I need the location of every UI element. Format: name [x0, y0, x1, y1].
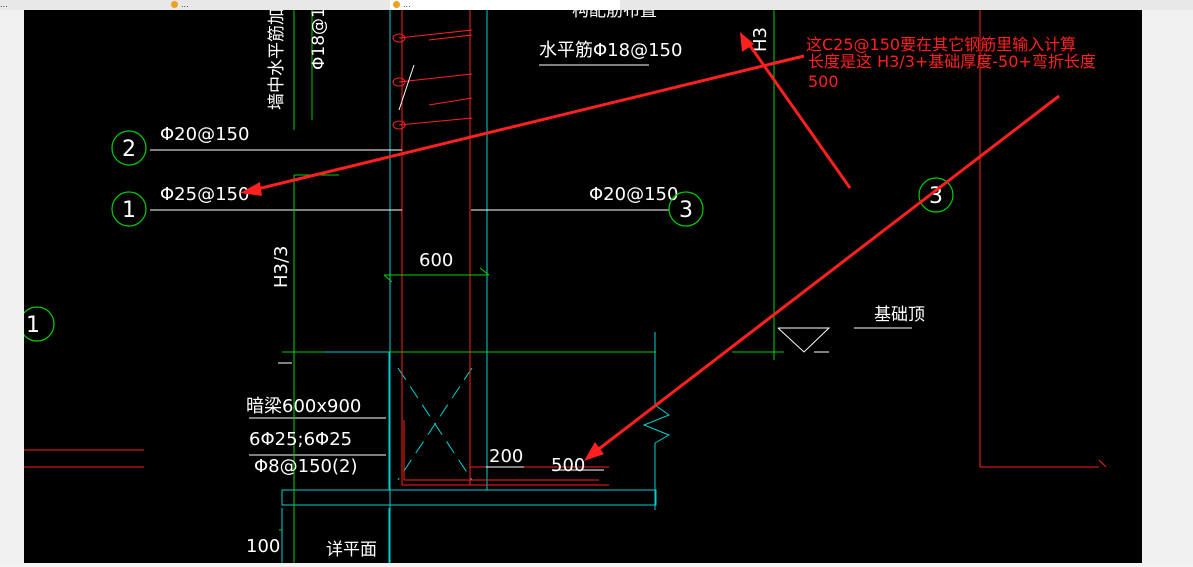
marker-3-right-text: 3 — [929, 184, 943, 209]
tab-3[interactable]: ... — [390, 0, 620, 10]
horiz-rebar-label: 水平筋Φ18@150 — [539, 40, 682, 61]
right-gutter — [1142, 10, 1193, 563]
foundation-top-label: 基础顶 — [874, 305, 925, 325]
marker-2: 2 — [111, 130, 147, 166]
annotation-line-3: 500 — [808, 72, 839, 91]
marker-3: 3 — [668, 191, 704, 227]
left-gutter — [0, 10, 24, 563]
dim-h3-right-label: H3 — [750, 27, 771, 52]
marker-1-left: 1 — [19, 306, 55, 342]
annotation-line-1: 这C25@150要在其它钢筋里输入计算 — [806, 35, 1076, 54]
dim-600-label: 600 — [419, 250, 453, 271]
marker-2-text: 2 — [122, 137, 136, 162]
foundation-slab — [281, 489, 657, 506]
browser-icon — [171, 1, 178, 8]
detail-label: 详平面 — [326, 540, 377, 560]
rebar3-label: Φ20@150 — [589, 184, 678, 205]
marker-3-text: 3 — [679, 198, 693, 223]
marker-1: 1 — [111, 191, 147, 227]
dim-200-label: 200 — [489, 446, 523, 467]
dim-100-label: 100 — [246, 536, 280, 557]
rebar-side-vertical-label: 墙中水平筋加密筋 — [267, 10, 287, 110]
marker-3-right: 3 — [918, 177, 954, 213]
beam-main-label: 6Φ25;6Φ25 — [249, 429, 352, 450]
tab-3-label: ... — [403, 0, 411, 9]
annotation-arrow-3 — [590, 94, 1060, 457]
dim-500-label: 500 — [551, 455, 585, 476]
beam-stirrup-label: Φ8@150(2) — [254, 456, 357, 477]
tab-2[interactable]: ... — [168, 0, 388, 10]
rebar1-label: Φ25@150 — [160, 184, 249, 205]
marker-1-text: 1 — [122, 198, 136, 223]
annotation-arrow-2 — [744, 39, 852, 189]
cad-drawing: 墙中水平筋加密筋 Φ18@1 H3/3 H3 构配筋布置 水平筋Φ18@150 … — [19, 0, 1107, 563]
annotation-line-2: 长度是这 H3/3+基础厚度-50+弯折长度 — [808, 52, 1096, 71]
browser-icon — [393, 1, 400, 8]
marker-1-left-text: 1 — [26, 313, 40, 338]
rebar2-label: Φ20@150 — [160, 124, 249, 145]
annotation-arrow-1 — [248, 54, 805, 193]
dim-h3-label: H3/3 — [271, 245, 292, 288]
cad-canvas[interactable]: 墙中水平筋加密筋 Φ18@1 H3/3 H3 构配筋布置 水平筋Φ18@150 … — [19, 0, 1142, 563]
tab-1-label: ... — [0, 0, 8, 9]
rebar-top-vertical-label: Φ18@1 — [309, 10, 329, 70]
tab-1[interactable]: ... — [0, 0, 165, 10]
beam-name-label: 暗梁600x900 — [246, 396, 361, 417]
tab-2-label: ... — [181, 0, 189, 9]
top-partial-label: 构配筋布置 — [572, 10, 657, 21]
